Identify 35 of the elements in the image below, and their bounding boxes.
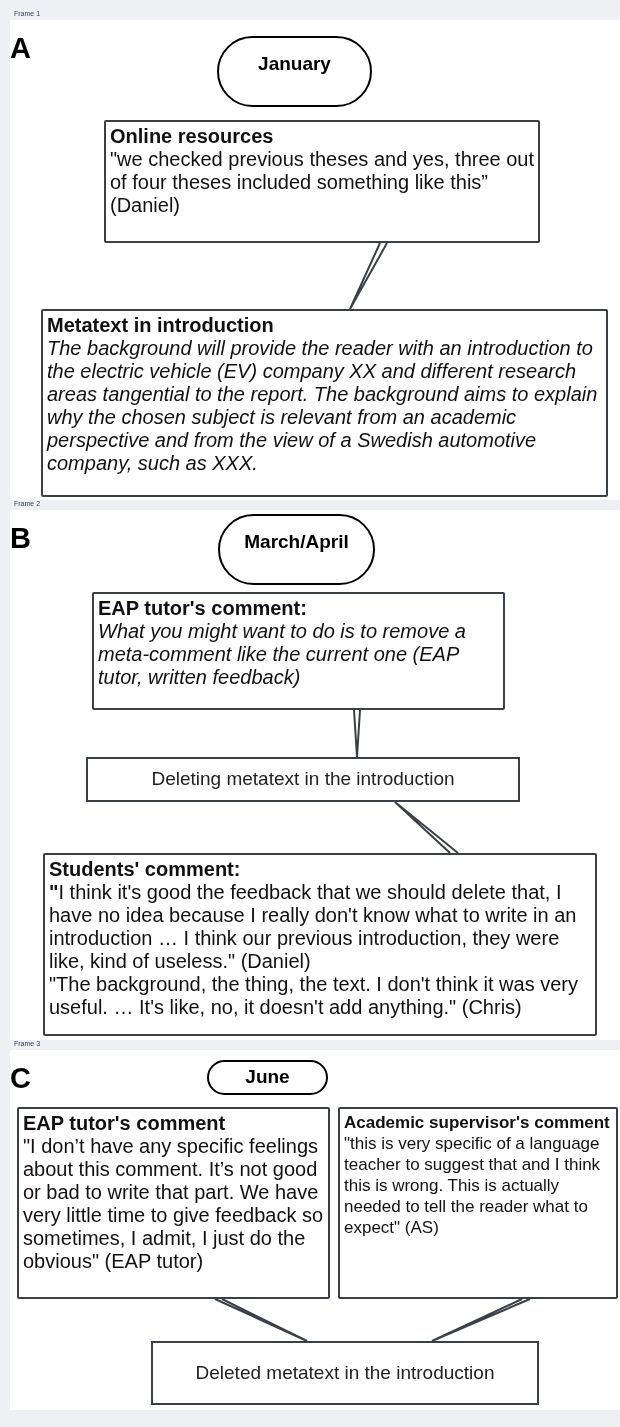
comment-box (43, 853, 597, 1036)
quote-text: "I don’t have any specific feelings about this comment. It’s not good or bad to write that part. We have very little time to give feedback so sometimes, I admit, I just do the obvious" (EAP tutor) (23, 1135, 324, 1273)
panel-letter: B (10, 524, 31, 553)
quote-text: The background will provide the reader with an introduction to the electric vehicle (EV) company XX and different research areas tangential to the report. The background aims to explain why the chosen subject is relevant from an academic perspective and from the view of a Swedish automotive company, such as XXX. (47, 337, 599, 475)
comment-heading: Students' comment: (49, 858, 242, 881)
callout-tail (394, 801, 459, 854)
panel-letter: A (10, 34, 31, 63)
quote-box (41, 309, 608, 497)
callout-tail (214, 1298, 308, 1342)
action-box (86, 757, 520, 802)
comment-heading: Metatext in introduction (47, 314, 275, 337)
action-text: Deleting metatext in the introduction (151, 767, 455, 792)
comment-heading: Academic supervisor's comment (344, 1112, 611, 1133)
action-box (151, 1341, 539, 1405)
quote-text: "I think it's good the feedback that we should delete that, I have no idea because I really don't know what to write in an introduction … I think our previous introduction, they were like, kind of useless." (Daniel) (49, 881, 578, 973)
month-label: June (245, 1065, 290, 1090)
callout-tail (353, 709, 361, 758)
quote-text: "this is very specific of a language teacher to suggest that and I think this is wrong. This is actually needed to tell the reader what to expect" (AS) (344, 1133, 602, 1238)
callout-tail (349, 242, 388, 310)
comment-box (92, 592, 505, 710)
callout-tail (431, 1298, 531, 1342)
month-label: January (258, 52, 331, 76)
comment-heading: EAP tutor's comment (23, 1112, 227, 1135)
comment-box (17, 1107, 330, 1299)
quote-text: "we checked previous theses and yes, three out of four theses included something like this” (Daniel) (110, 148, 534, 217)
comment-heading: Online resources (110, 125, 275, 148)
action-text: Deleted metatext in the introduction (195, 1360, 495, 1385)
quote-text: "The background, the thing, the text. I don't think it was very useful. … It's like, no, it doesn't add anything." (Chris) (49, 973, 579, 1019)
comment-heading: EAP tutor's comment: (98, 597, 308, 620)
month-label: March/April (244, 530, 349, 554)
panel-letter: C (10, 1064, 31, 1093)
month-pill (207, 1060, 328, 1095)
quote-text: What you might want to do is to remove a meta-comment like the current one (EAP tutor, written feedback) (98, 620, 467, 689)
comment-box (104, 120, 540, 243)
comment-box (338, 1107, 618, 1299)
